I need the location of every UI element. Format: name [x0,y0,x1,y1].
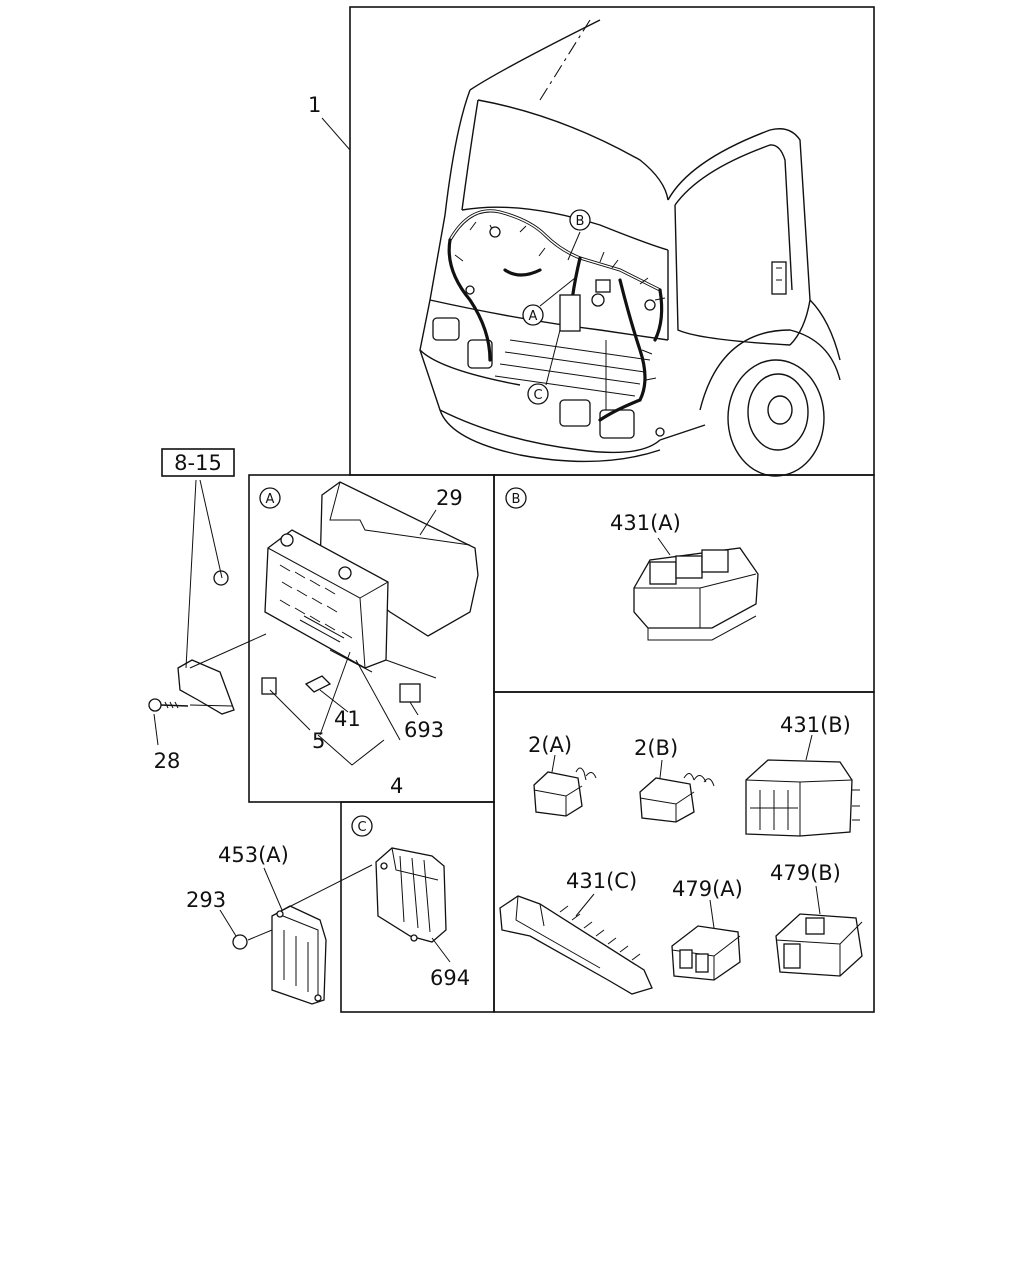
bolt-28 [148,698,162,712]
bracket [177,659,235,715]
truck-view-frame [349,6,875,476]
detail-c-frame [340,801,495,1013]
marker-a-truck-text: A [529,309,538,324]
fuse-5 [261,677,277,695]
truck-cab-illustration [419,19,841,477]
marker-b-truck [569,209,591,231]
ecu-mount-assembly [219,847,451,1005]
marker-c-truck-text: C [533,388,542,403]
detail-markers: B A C A B C [259,209,591,837]
callout-5: 5 [312,729,325,753]
marker-b-truck-text: B [576,214,585,229]
bracket-694 [375,847,447,943]
marker-c-panel [351,815,373,837]
leader-lines [153,19,591,746]
callout-2a: 2(A) [528,733,572,757]
callout-694: 694 [430,966,470,990]
marker-c-truck [527,383,549,405]
callout-431b: 431(B) [780,713,851,737]
callout-8-15: 8-15 [174,451,222,475]
nut-293 [232,934,248,950]
panel-frames [248,6,875,1013]
connector-431a [633,537,759,641]
relay-693 [399,683,421,703]
callout-479b: 479(B) [770,861,841,885]
callout-431c: 431(C) [566,869,637,893]
marker-a-panel-text: A [266,492,275,507]
callout-4: 4 [390,774,403,798]
connectors-group [499,734,863,995]
marker-b-panel-text: B [512,492,521,507]
callout-29: 29 [436,486,463,510]
callout-693: 693 [404,718,444,742]
callout-28: 28 [154,749,181,773]
callout-453a: 453(A) [218,843,289,867]
marker-a-panel [259,487,281,509]
fuse-41 [304,675,332,693]
callout-1: 1 [308,93,321,117]
callout-2b: 2(B) [634,736,678,760]
callout-479a: 479(A) [672,877,743,901]
callout-293: 293 [186,888,226,912]
callout-8-15-box [161,448,235,477]
nut [213,570,229,586]
callout-41: 41 [334,707,361,731]
wire-harness [447,209,666,437]
ecu-453a [271,905,327,1005]
fuse-box-assembly [148,479,479,766]
marker-a-truck [522,304,544,326]
marker-b-panel [505,487,527,509]
callout-431a: 431(A) [610,511,681,535]
marker-c-panel-text: C [357,820,366,835]
callout-labels: 1 8-15 28 29 41 5 4 693 431(A) 2(A) 2(B)… [154,93,851,990]
